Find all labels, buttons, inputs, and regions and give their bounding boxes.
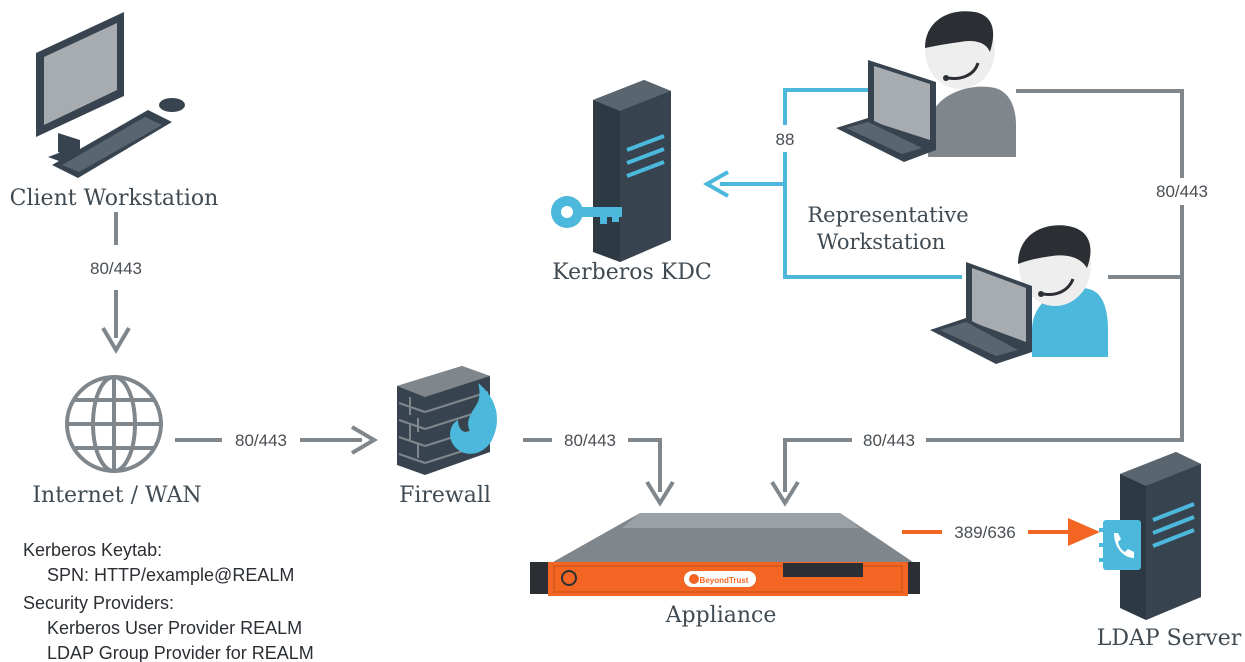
config-notes: Kerberos Keytab: SPN: HTTP/example@REALM…	[23, 540, 314, 662]
arrowhead-appliance-ldap	[1068, 518, 1100, 546]
appliance-label: Appliance	[665, 603, 777, 628]
port-label-internet-firewall: 80/443	[235, 431, 287, 450]
address-book-icon	[1099, 520, 1141, 570]
headset-icon	[1042, 278, 1075, 296]
key-icon	[551, 196, 622, 228]
internet-wan-label: Internet / WAN	[32, 483, 201, 508]
firewall-icon	[397, 366, 498, 475]
connector-firewall-appliance	[523, 438, 662, 492]
port-label-rep-vertical: 80/443	[1156, 182, 1208, 201]
representative-label-line2: Workstation	[817, 230, 946, 254]
brand-logo-icon	[689, 574, 699, 584]
representative-label-line1: Representative	[807, 203, 968, 227]
power-button-icon	[561, 570, 577, 586]
port-label-rep-appliance: 80/443	[863, 431, 915, 450]
note-keytab-heading: Kerberos Keytab:	[23, 540, 162, 560]
connectors	[101, 88, 1184, 534]
arrowhead-rep-kdc	[702, 170, 729, 198]
port-label-kerberos: 88	[776, 130, 795, 149]
note-kerberos-provider: Kerberos User Provider REALM	[47, 618, 302, 638]
brand-badge-label: BeyondTrust	[700, 576, 749, 585]
kdc-server-icon	[593, 80, 671, 262]
firewall-label: Firewall	[399, 483, 491, 508]
kerberos-kdc-label: Kerberos KDC	[552, 260, 711, 285]
globe-icon	[65, 375, 163, 473]
connector-rep-kdc	[720, 88, 962, 279]
brand-badge	[684, 571, 756, 587]
appliance-icon: BeyondTrust	[530, 513, 920, 596]
phone-icon	[1114, 533, 1134, 558]
port-labels: 80/443 80/443 80/443 80/443 80/443 88 38…	[90, 130, 1208, 542]
port-label-ldap: 389/636	[954, 523, 1015, 542]
client-workstation-label: Client Workstation	[10, 186, 219, 211]
note-security-providers-heading: Security Providers:	[23, 593, 174, 613]
note-ldap-provider: LDAP Group Provider for REALM	[47, 643, 314, 662]
representative-top-icon	[836, 11, 1016, 162]
port-label-client-internet: 80/443	[90, 259, 142, 278]
representative-bottom-icon	[930, 225, 1108, 364]
ldap-server-label: LDAP Server	[1097, 626, 1242, 651]
headset-icon	[947, 62, 980, 80]
flame-icon	[450, 383, 498, 454]
arrowhead-firewall-appliance	[645, 480, 675, 507]
connector-rep-bus	[783, 89, 1184, 492]
arrowhead-rep-appliance	[770, 480, 800, 507]
port-label-firewall-appliance: 80/443	[564, 431, 616, 450]
note-spn: SPN: HTTP/example@REALM	[47, 565, 294, 585]
ldap-server-icon	[1099, 452, 1201, 620]
arrowhead-internet-firewall	[350, 425, 378, 455]
arrowhead-client-internet	[101, 326, 131, 354]
desktop-computer-icon	[36, 12, 185, 178]
